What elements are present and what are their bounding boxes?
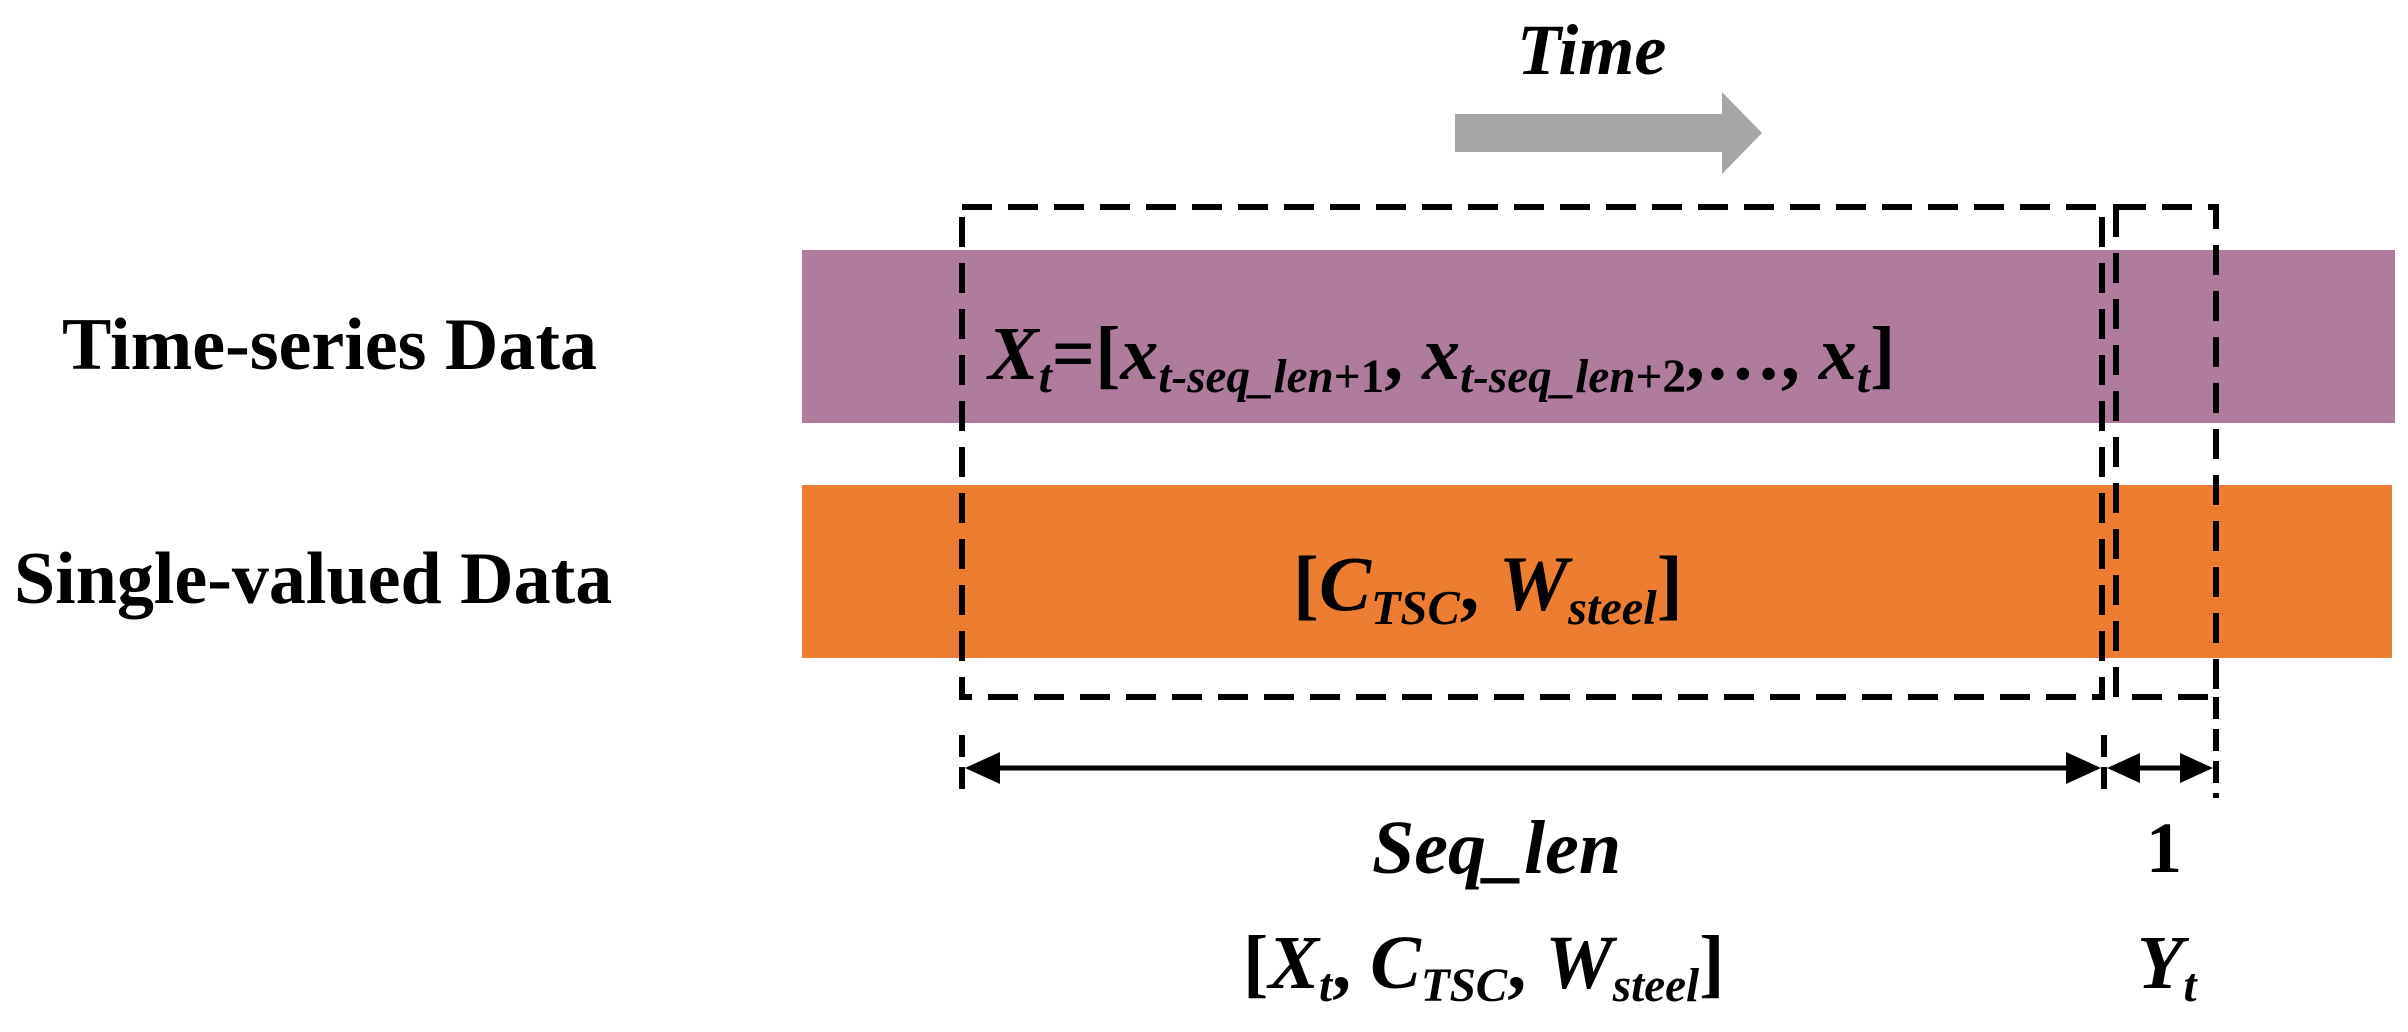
formula-x3: x [1818, 312, 1857, 396]
formula-x1: x [1120, 312, 1159, 396]
seq-len-arrowhead-right [2066, 752, 2101, 784]
formula-dots: ,…, [1685, 312, 1819, 396]
time-arrow-icon [1455, 92, 1762, 174]
sv-W-sub: steel [1568, 581, 1657, 635]
iv-X: X [1268, 921, 1320, 1005]
iv-C: C [1370, 921, 1421, 1005]
time-series-label: Time-series Data [62, 304, 597, 386]
out-Y-sub: t [2183, 960, 2197, 1013]
input-window-box [959, 204, 2105, 700]
sv-C: C [1318, 540, 1372, 627]
iv-C-sub: TSC [1420, 960, 1508, 1013]
iv-X-sub: t [1319, 960, 1333, 1013]
iv-comma1: , [1332, 921, 1371, 1005]
seq-len-arrowhead-left [965, 752, 1000, 784]
iv-open: [ [1243, 921, 1269, 1005]
formula-x1-sub: t-seq_len+1 [1158, 351, 1385, 404]
time-series-formula: Xt=[xt-seq_len+1, xt-seq_len+2,…, xt] [988, 316, 1895, 401]
single-valued-label: Single-valued Data [14, 538, 613, 620]
single-valued-band [802, 485, 2392, 658]
time-label: Time [1517, 10, 1667, 90]
sv-open: [ [1293, 540, 1319, 627]
formula-X-sub: t [1038, 351, 1052, 404]
sv-close: ] [1656, 540, 1683, 627]
sv-C-sub: TSC [1371, 581, 1460, 635]
single-valued-formula: [CTSC, Wsteel] [1293, 545, 1683, 633]
formula-comma1: , [1384, 312, 1423, 396]
sv-W: W [1498, 540, 1569, 627]
formula-X: X [988, 312, 1039, 396]
output-label: Yt [2137, 925, 2197, 1010]
formula-eq: =[ [1051, 312, 1121, 396]
iv-close: ] [1699, 921, 1725, 1005]
one-arrowhead-left [2107, 753, 2140, 783]
iv-comma2: , [1507, 921, 1546, 1005]
sv-comma: , [1459, 540, 1499, 627]
formula-x3-sub: t [1856, 351, 1870, 404]
one-label: 1 [2146, 808, 2182, 888]
formula-close: ] [1869, 312, 1896, 396]
seq-len-label: Seq_len [1372, 806, 1622, 890]
iv-W: W [1545, 921, 1613, 1005]
one-arrowhead-right [2180, 753, 2213, 783]
formula-x2: x [1422, 312, 1461, 396]
formula-x2-sub: t-seq_len+2 [1460, 351, 1686, 404]
time-series-band [802, 250, 2395, 423]
output-window-box [2113, 204, 2219, 700]
out-Y: Y [2137, 921, 2184, 1005]
iv-W-sub: steel [1612, 960, 1700, 1013]
input-vector: [Xt, CTSC, Wsteel] [1243, 925, 1724, 1010]
